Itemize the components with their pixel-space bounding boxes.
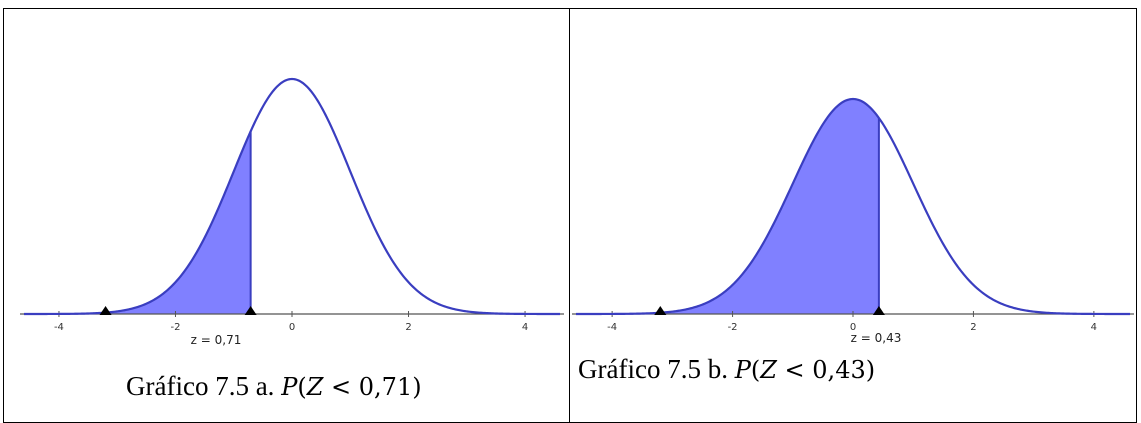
caption-b-rest: < 0,43) <box>776 356 876 384</box>
marker-point-b <box>654 306 667 315</box>
caption-a: Gráfico 7.5 a. P(Z < 0,71) <box>126 371 422 402</box>
density-curve-b <box>576 97 1130 316</box>
density-curve-a <box>24 77 560 316</box>
marker-point-a <box>244 306 257 315</box>
shaded-area-b <box>576 99 879 314</box>
marker-point-a <box>99 306 112 315</box>
caption-b-z: Z <box>760 356 777 384</box>
normal-curve-chart-a: -4 -2 0 2 4 z = 0,71 <box>20 77 564 347</box>
tick-label-b: 0 <box>850 322 856 333</box>
z-label-b: z = 0,43 <box>851 331 902 345</box>
tick-label-b: 4 <box>1091 322 1097 333</box>
shaded-area-a <box>24 131 251 314</box>
z-label-a: z = 0,71 <box>191 333 242 347</box>
caption-a-p: P <box>281 373 298 401</box>
caption-a-prefix: Gráfico 7.5 a. <box>126 371 282 401</box>
caption-a-z: Z <box>306 373 324 401</box>
tick-label-b: 2 <box>970 322 976 333</box>
tick-label-a: -4 <box>54 322 64 333</box>
tick-label-a: -2 <box>170 322 180 333</box>
normal-curve-chart-b: -4 -2 0 2 4 z = 0,43 <box>572 97 1134 345</box>
marker-point-b <box>872 306 885 315</box>
caption-b-open: ( <box>750 356 761 384</box>
tick-label-a: 0 <box>289 322 295 333</box>
panel-b: -4 -2 0 2 4 z = 0,43 Gráfico 7.5 b. P(Z < 0,4… <box>569 8 1137 423</box>
caption-a-rest: < 0,71) <box>323 373 422 401</box>
tick-label-b: -4 <box>607 322 617 333</box>
panel-a: -4 -2 0 2 4 z = 0,71 Gráfico 7.5 a. P(Z < 0,7… <box>3 8 569 423</box>
caption-b-p: P <box>734 356 751 384</box>
tick-label-a: 2 <box>405 322 411 333</box>
caption-a-open: ( <box>297 373 307 401</box>
caption-b: Gráfico 7.5 b. P(Z < 0,43) <box>578 354 875 385</box>
tick-label-b: -2 <box>728 322 738 333</box>
caption-b-prefix: Gráfico 7.5 b. <box>578 354 735 384</box>
tick-label-a: 4 <box>522 322 528 333</box>
